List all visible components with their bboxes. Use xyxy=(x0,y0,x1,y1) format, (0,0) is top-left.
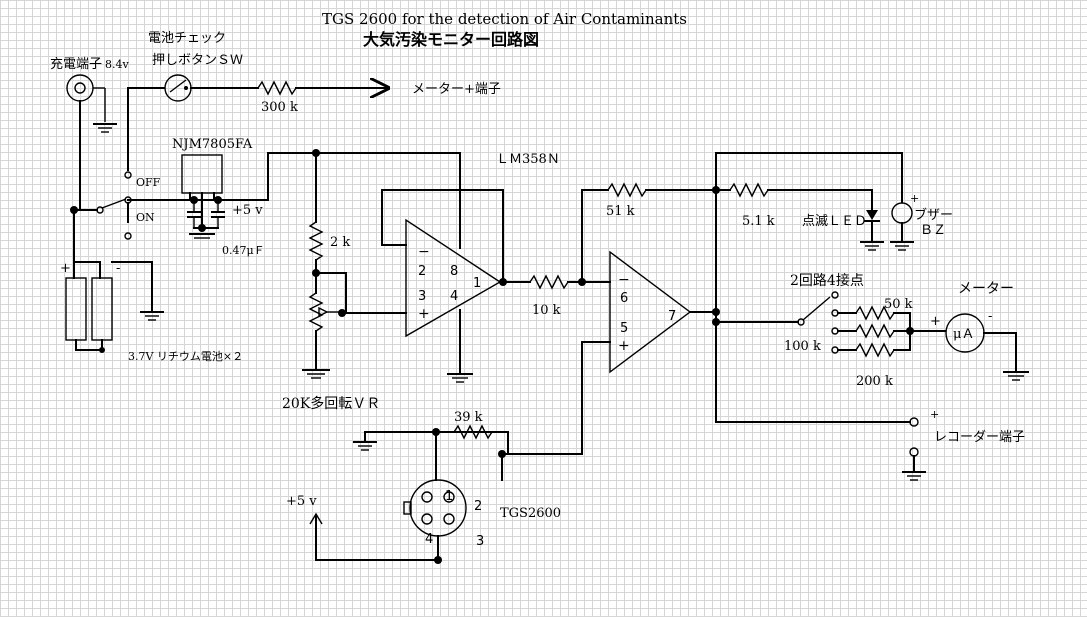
capacitor-label: 0.47μＦ xyxy=(222,244,265,257)
resistor-300k-symbol xyxy=(257,82,388,94)
sensor-pin1: 1 xyxy=(445,489,453,504)
opamp-u1-symbol xyxy=(345,152,531,383)
resistor-200k-label: 200 k xyxy=(856,374,893,389)
led-label: 点滅ＬＥＤ xyxy=(802,214,867,229)
capacitor-pair-symbol xyxy=(187,200,225,239)
regulator-5v-label: +5 v xyxy=(232,203,263,218)
microammeter-symbol xyxy=(945,313,1029,381)
push-button-switch-symbol xyxy=(127,74,259,171)
resistor-51k-symbol xyxy=(581,182,720,283)
u2-minus-sign: − xyxy=(618,272,630,288)
resistor-51k-label: 51 k xyxy=(606,204,635,219)
switch-off-label: OFF xyxy=(136,176,161,189)
meter-minus-sign: - xyxy=(988,309,992,324)
u1-plus-sign: + xyxy=(418,306,430,322)
meter-ua-label: μＡ xyxy=(953,327,974,342)
resistor-5-1k-symbol xyxy=(729,182,873,211)
battery-minus-sign: - xyxy=(116,261,120,276)
resistor-300k-label: 300 k xyxy=(261,100,298,115)
meter-plus-sign: + xyxy=(930,314,941,329)
push-button-label: 押しボタンＳＷ xyxy=(152,53,243,68)
sensor-pin2: 2 xyxy=(474,499,482,514)
title-english: TGS 2600 for the detection of Air Contam… xyxy=(322,10,687,28)
u1-pin1: 1 xyxy=(473,276,481,291)
opamp-u2-symbol xyxy=(581,250,717,455)
potentiometer-20k-symbol xyxy=(302,272,347,379)
u2-plus-sign: + xyxy=(618,338,630,354)
charge-voltage-label: 8.4v xyxy=(105,58,129,71)
tgs2600-sensor-symbol xyxy=(309,431,503,564)
recorder-plus-sign: + xyxy=(930,408,939,421)
battery-check-label: 電池チェック xyxy=(148,31,226,46)
blinking-led-symbol xyxy=(860,210,884,251)
resistor-50k-label: 50 k xyxy=(884,297,913,312)
meter-label: メーター xyxy=(958,281,1014,297)
sensor-pin3: 3 xyxy=(476,534,484,549)
u2-pin5: 5 xyxy=(620,321,628,336)
u1-pin2: 2 xyxy=(418,264,426,279)
sensor-supply-label: +5 v xyxy=(286,494,317,509)
battery-pack-symbol xyxy=(65,261,164,353)
resistor-2k-label: 2 k xyxy=(330,235,350,250)
range-switch-label: 2回路4接点 xyxy=(790,272,864,289)
buzzer-plus-sign: + xyxy=(910,192,919,205)
recorder-terminal-label: レコーダー端子 xyxy=(934,430,1025,445)
u2-pin7: 7 xyxy=(668,309,676,324)
title-japanese: 大気汚染モニター回路図 xyxy=(363,30,539,49)
u1-pin3: 3 xyxy=(418,289,426,304)
u1-pin8: 8 xyxy=(450,264,458,279)
battery-label: 3.7V リチウム電池×２ xyxy=(128,350,243,363)
charge-terminal-label: 充電端子 xyxy=(50,56,102,72)
output-bus-symbol xyxy=(712,152,903,423)
vr-label: 20K多回転ＶＲ xyxy=(282,395,380,412)
meter-plus-terminal-label: メーター+端子 xyxy=(412,82,501,97)
regulator-label: NJM7805FA xyxy=(172,137,253,152)
charge-jack-symbol xyxy=(66,74,117,211)
recorder-terminal-symbol xyxy=(715,417,926,481)
buzzer-symbol xyxy=(890,202,914,251)
opamp-label: ＬＭ358Ｎ xyxy=(496,152,560,167)
u1-pin4: 4 xyxy=(450,289,458,304)
switch-on-label: ON xyxy=(136,211,155,224)
sensor-pin4: 4 xyxy=(425,532,433,547)
power-switch-symbol xyxy=(70,171,132,263)
resistor-5-1k-label: 5.1 k xyxy=(742,214,775,229)
buzzer-label: ブザー xyxy=(914,207,953,223)
resistor-39k-label: 39 k xyxy=(454,410,483,425)
range-resistors-symbol xyxy=(855,305,946,358)
resistor-10k-label: 10 k xyxy=(532,303,561,318)
battery-plus-sign: + xyxy=(60,261,71,276)
resistor-100k-label: 100 k xyxy=(784,339,821,354)
resistor-2k-symbol xyxy=(308,149,324,294)
u1-minus-sign: − xyxy=(418,244,430,260)
resistor-10k-symbol xyxy=(529,274,611,290)
buzzer-bz-label: ＢＺ xyxy=(920,223,946,238)
range-switch-symbol xyxy=(715,291,857,354)
u2-pin6: 6 xyxy=(620,291,628,306)
resistor-39k-symbol xyxy=(353,424,583,458)
sensor-label: TGS2600 xyxy=(500,506,561,521)
